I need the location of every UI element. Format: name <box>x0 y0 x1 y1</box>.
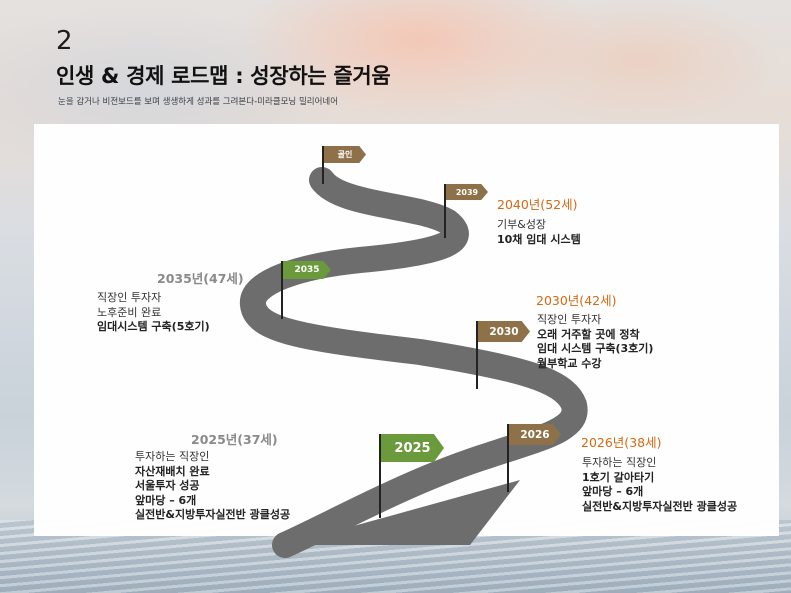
milestone-2035-line: 임대시스템 구축(5호기) <box>97 320 210 333</box>
milestone-2035-line: 노후준비 완료 <box>97 305 162 319</box>
slide-subtitle: 눈을 감거나 비전보드를 보며 생생하게 성과를 그려본다-미라클모닝 밀리어네… <box>58 97 339 107</box>
road-path <box>240 167 588 558</box>
milestone-2025-line: 투자하는 직장인 <box>135 450 210 463</box>
milestone-2035-details: 직장인 투자자 노후준비 완료 임대시스템 구축(5호기) <box>97 291 210 335</box>
milestone-2025-line: 실전반&지방투자실전반 광클성공 <box>135 508 291 521</box>
milestone-2030-line: 오래 거주할 곳에 정착 <box>537 327 640 341</box>
milestone-2030-line: 직장인 투자자 <box>537 313 602 326</box>
road-foreground <box>285 480 520 545</box>
milestone-2025-line: 서울투자 성공 <box>135 479 200 492</box>
flag-2035: 2035 <box>283 261 331 279</box>
roadmap-panel <box>34 124 779 536</box>
milestone-2026-line: 실전반&지방투자실전반 광클성공 <box>582 499 738 513</box>
milestone-2040-year: 2040년(52세) <box>497 197 578 212</box>
milestone-2030-details: 직장인 투자자 오래 거주할 곳에 정착 임대 시스템 구축(3호기) 월부학교… <box>537 313 653 371</box>
flag-2030-pole <box>476 321 478 389</box>
slide-number: 2 <box>56 26 73 56</box>
milestone-2035-line: 직장인 투자자 <box>97 291 162 304</box>
milestone-2026-year: 2026년(38세) <box>581 435 662 450</box>
milestone-2040-line: 10채 임대 시스템 <box>497 232 581 246</box>
milestone-2030-year: 2030년(42세) <box>536 293 617 308</box>
milestone-2026-line: 투자하는 직장인 <box>582 456 657 469</box>
flag-2026: 2026 <box>509 424 561 445</box>
flag-2039: 2039 <box>446 184 488 200</box>
flag-2025: 2025 <box>381 434 444 462</box>
milestone-2026-line: 앞마당 – 6개 <box>582 485 644 498</box>
milestone-2030-line: 임대 시스템 구축(3호기) <box>537 342 654 355</box>
slide-title: 인생 & 경제 로드맵 : 성장하는 즐거움 <box>56 64 391 88</box>
goal-flag: 골인 <box>324 146 366 163</box>
flag-2026-pole <box>507 424 509 492</box>
milestone-2025-line: 자산재배치 완료 <box>135 464 210 478</box>
flag-2025-pole <box>379 434 381 518</box>
milestone-2040-details: 기부&성장 10채 임대 시스템 <box>497 218 581 247</box>
milestone-2026-details: 투자하는 직장인 1호기 갈아타기 앞마당 – 6개 실전반&지방투자실전반 광… <box>582 456 737 514</box>
flag-2039-pole <box>444 184 446 238</box>
milestone-2025-details: 투자하는 직장인 자산재배치 완료 서울투자 성공 앞마당 – 6개 실전반&지… <box>135 450 290 523</box>
milestone-2035-year: 2035년(47세) <box>157 271 244 286</box>
milestone-2026-line: 1호기 갈아타기 <box>582 470 655 484</box>
flag-2035-pole <box>281 261 283 319</box>
milestone-2040-line: 기부&성장 <box>497 218 547 231</box>
flag-2030: 2030 <box>478 321 530 342</box>
milestone-2025-line: 앞마당 – 6개 <box>135 493 197 507</box>
goal-flag-pole <box>322 146 324 184</box>
milestone-2025-year: 2025년(37세) <box>191 432 278 447</box>
milestone-2030-line: 월부학교 수강 <box>537 356 602 370</box>
